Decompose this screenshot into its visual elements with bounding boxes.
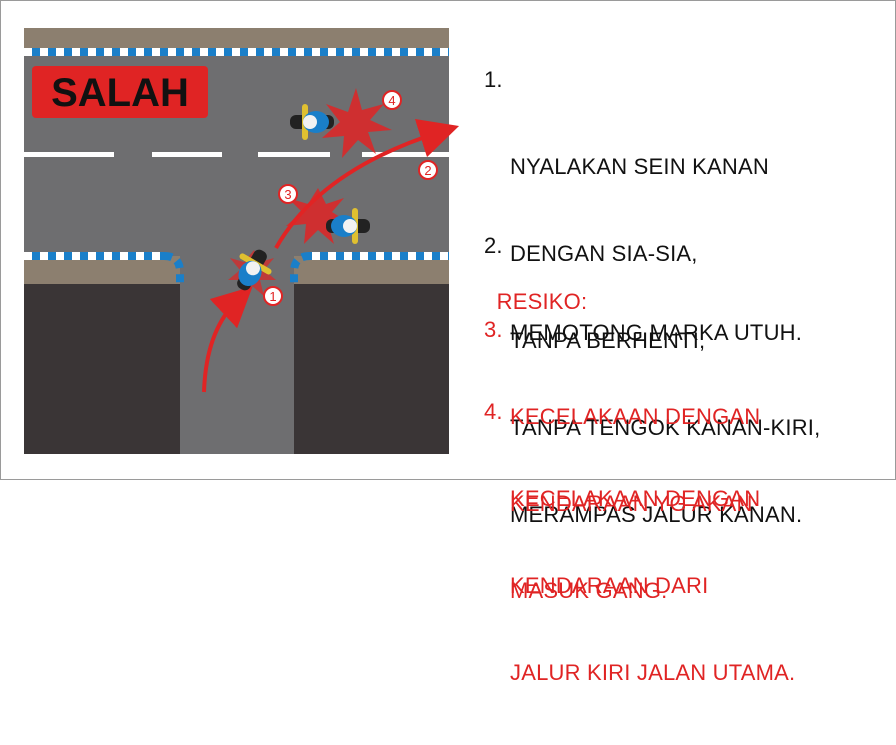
instruction-line: DENGAN SIA-SIA, (510, 241, 698, 266)
instruction-2-number: 2. (484, 233, 503, 258)
risk-heading-text: RESIKO: (496, 289, 588, 314)
risk-item-4-number: 4. (484, 399, 503, 424)
svg-text:4: 4 (388, 93, 395, 108)
bottom-right-block (294, 284, 449, 454)
top-curb (24, 48, 449, 56)
bottom-right-curb (310, 252, 449, 260)
motorcycle-turning (237, 249, 272, 291)
svg-text:SALAH: SALAH (51, 71, 189, 115)
risk-heading: RESIKO: (484, 258, 587, 316)
instruction-line: NYALAKAN SEIN KANAN (510, 154, 769, 179)
risk-line: JALUR KIRI JALAN UTAMA. (510, 660, 796, 685)
risk-item-4-lines: KECELAKAAN DENGAN KENDARAAN DARI JALUR K… (510, 426, 795, 745)
svg-text:3: 3 (284, 187, 291, 202)
bottom-left-curb (24, 252, 164, 260)
instruction-1-number: 1. (484, 67, 503, 92)
instruction-line: TANPA BERHENTI, (510, 328, 706, 353)
center-lane-markings (24, 152, 449, 157)
collision-burst-3 (286, 188, 348, 244)
marker-1: 1 (263, 286, 283, 306)
risk-item-3: 3. KECELAKAAN DENGAN KENDARAAN YG AKAN M… (484, 286, 760, 603)
instruction-line: TANPA TENGOK KANAN-KIRI, (510, 415, 821, 440)
risk-line: KECELAKAAN DENGAN (510, 404, 761, 429)
side-street (180, 256, 294, 454)
bottom-left-block (24, 284, 180, 454)
right-corner-curb (290, 252, 311, 284)
motorcycle-main-road-lower (326, 208, 370, 244)
road-illustration: SALAH 1 2 3 4 (0, 0, 896, 480)
risk-item-4: 4. KECELAKAAN DENGAN KENDARAAN DARI JALU… (484, 368, 795, 685)
marker-4: 4 (382, 90, 402, 110)
collision-burst-4 (322, 88, 392, 158)
marker-3: 3 (278, 184, 298, 204)
top-sidewalk (24, 28, 449, 50)
svg-text:2: 2 (424, 163, 431, 178)
turn-path-arrow-lower (202, 286, 253, 393)
risk-line: KENDARAAN DARI (510, 573, 709, 598)
bottom-left-sidewalk (24, 256, 180, 284)
bottom-right-sidewalk (294, 256, 449, 284)
instruction-2: 2. MEMOTONG MARKA UTUH. (484, 202, 802, 345)
instruction-2-lines: MEMOTONG MARKA UTUH. (510, 260, 802, 405)
left-corner-curb (163, 252, 184, 284)
salah-label: SALAH (32, 66, 208, 118)
turn-path-arrow-upper (274, 118, 460, 249)
instruction-line: MEMOTONG MARKA UTUH. (510, 320, 803, 345)
svg-text:1: 1 (269, 289, 276, 304)
marker-2: 2 (418, 160, 438, 180)
risk-item-3-number: 3. (484, 317, 503, 342)
instruction-1: 1. NYALAKAN SEIN KANAN DENGAN SIA-SIA, T… (484, 36, 820, 527)
motorcycle-main-road-upper (290, 104, 334, 140)
risk-line: KECELAKAAN DENGAN (510, 486, 761, 511)
